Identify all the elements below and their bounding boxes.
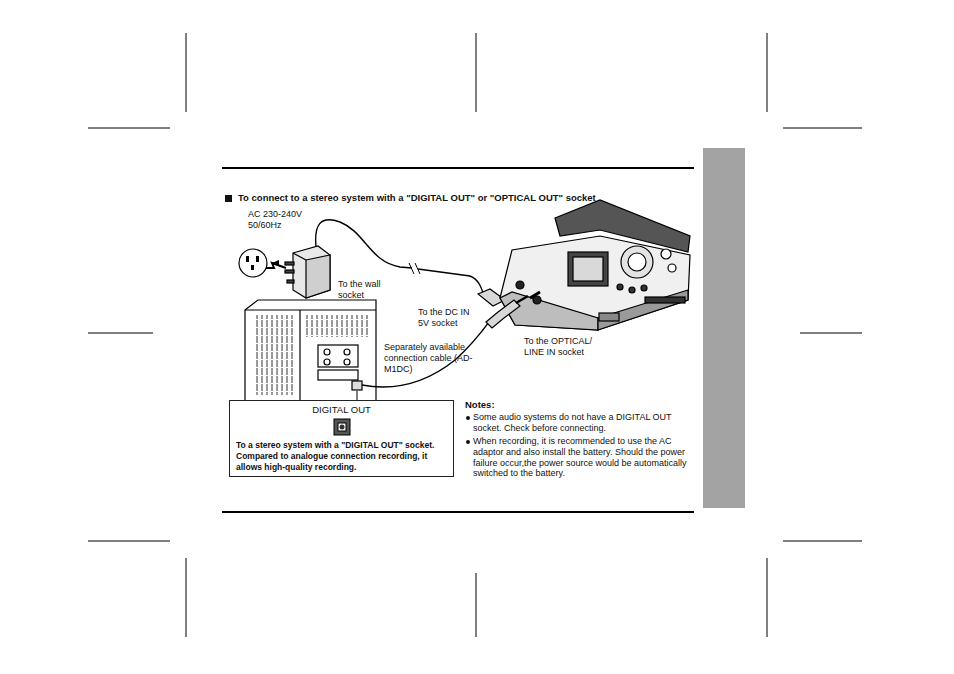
stereo-system <box>245 300 376 410</box>
optical-cable <box>362 318 492 387</box>
plug-arrow <box>530 292 540 298</box>
section-tab <box>703 148 745 508</box>
callout-label: To the wall socket <box>338 279 396 301</box>
bottom-rule <box>222 511 694 513</box>
bullet-dot <box>466 440 470 444</box>
top-rule <box>222 167 694 169</box>
optical-plug <box>486 296 528 328</box>
note-text: When recording, it is recommended to use… <box>473 436 699 479</box>
power-rating: AC 230-240V 50/60Hz <box>248 209 310 231</box>
box-heading: DIGITAL OUT <box>236 404 447 415</box>
optical-socket-icon <box>333 418 351 436</box>
leader-line <box>357 391 358 400</box>
callout-label: To the OPTICAL/ LINE IN socket <box>524 336 612 358</box>
box-body: To a stereo system with a "DIGITAL OUT" … <box>236 440 447 472</box>
callout-label: To the DC IN 5V socket <box>418 307 482 329</box>
note-text: Some audio systems do not have a DIGITAL… <box>473 412 699 434</box>
minidisc-recorder <box>500 200 690 330</box>
title-bullet <box>225 195 232 202</box>
notes-heading: Notes: <box>465 399 545 410</box>
callout-label: Separately available connection cable (A… <box>384 342 476 374</box>
crop-marks <box>88 33 862 637</box>
cable-break <box>409 263 420 274</box>
section-title: To connect to a stereo system with a "DI… <box>238 192 696 203</box>
wall-socket <box>239 249 267 277</box>
plug-arrow-head <box>272 260 279 266</box>
bullet-dot <box>466 416 470 420</box>
callout-box: DIGITAL OUT To a stereo system with a "DI… <box>229 400 454 477</box>
ac-adaptor <box>285 246 330 298</box>
